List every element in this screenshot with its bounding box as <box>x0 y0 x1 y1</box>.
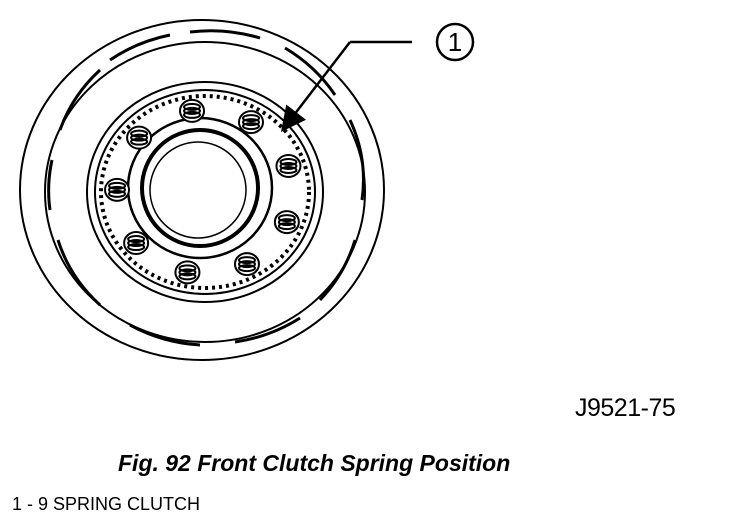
clutch-piston-ring <box>86 81 324 303</box>
clutch-drum <box>19 19 385 361</box>
spring <box>233 252 260 277</box>
clutch-teeth-ring <box>99 94 311 290</box>
drum-slots <box>47 29 365 347</box>
drum-inner-rim <box>44 41 366 343</box>
spring <box>179 98 206 123</box>
clutch-springs <box>104 98 302 285</box>
spring <box>104 177 131 202</box>
spring <box>126 125 153 150</box>
callout-arrow <box>280 41 351 132</box>
spring <box>275 153 302 178</box>
drawing-id: J9521-75 <box>575 394 676 422</box>
callout-number: 1 <box>448 27 462 57</box>
callout: 1 <box>280 22 475 132</box>
figure-caption: Fig. 92 Front Clutch Spring Position <box>118 450 511 476</box>
spring <box>123 231 150 256</box>
hub-inner <box>140 128 260 248</box>
drum-outer-rim <box>19 19 385 361</box>
spring <box>174 260 201 285</box>
callout-circle <box>435 22 475 62</box>
spring <box>273 210 300 235</box>
legend-item: 1 - 9 SPRING CLUTCH <box>12 494 201 514</box>
spring <box>237 110 264 135</box>
